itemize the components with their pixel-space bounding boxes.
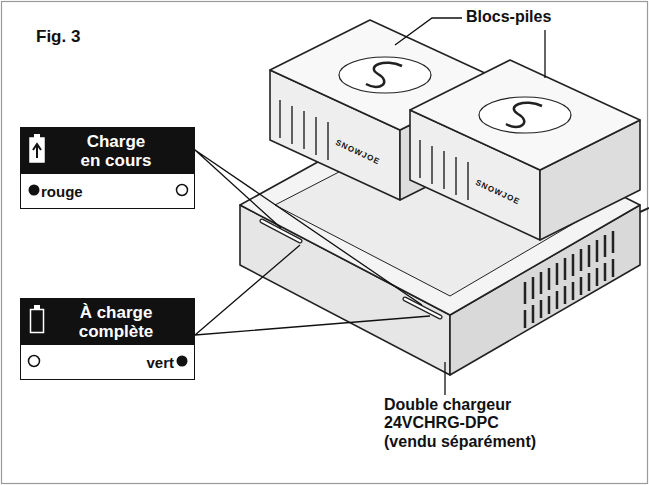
brand-logo-text: SNOWJOE (474, 178, 532, 212)
battery-icon (31, 310, 44, 333)
status-heading: Charge en cours (76, 132, 156, 170)
status-header: Charge en cours (21, 128, 194, 174)
status-box: Charge en cours rouge (20, 127, 195, 209)
charging-icon (30, 134, 44, 162)
power-cord (640, 208, 649, 212)
led-color-label: rouge (41, 183, 83, 200)
battery-logo (366, 63, 402, 87)
status-header: À charge complète (21, 299, 194, 345)
part-label: Blocs-piles (466, 8, 596, 26)
led-on-dot (29, 185, 40, 196)
full-icon (31, 305, 44, 333)
battery-logo (506, 103, 542, 127)
brand-logo-text: SNOWJOE (334, 138, 392, 172)
led-window (262, 221, 440, 317)
part-label: Double chargeur 24VCHRG-DPC (vendu sépar… (384, 396, 549, 451)
status-row: vert (21, 345, 194, 379)
leader-line (195, 150, 422, 305)
battery-grip (420, 140, 468, 200)
battery-icon-terminal (34, 134, 40, 138)
leader-line (395, 18, 462, 45)
led-window-outline (262, 221, 440, 317)
led-off-dot (29, 356, 40, 367)
figure-title: Fig. 3 (36, 27, 80, 47)
led-off-dot (177, 185, 188, 196)
battery-icon (30, 138, 44, 162)
charger-vents (525, 231, 613, 328)
status-heading: À charge complète (76, 303, 156, 341)
leader-lines (195, 18, 545, 395)
leader-line (544, 30, 545, 78)
battery-icon-terminal (34, 305, 40, 309)
battery-logo-ring (339, 57, 431, 93)
leader-line (444, 362, 445, 395)
led-color-label: vert (146, 354, 174, 371)
status-row: rouge (21, 174, 194, 208)
led-on-dot (177, 356, 188, 367)
leader-line (195, 245, 430, 335)
status-box: À charge complète vert (20, 298, 195, 380)
battery-grip (280, 100, 328, 160)
battery-logo-ring (479, 97, 571, 133)
battery-pack (410, 60, 640, 240)
charge-arrow (33, 144, 41, 158)
